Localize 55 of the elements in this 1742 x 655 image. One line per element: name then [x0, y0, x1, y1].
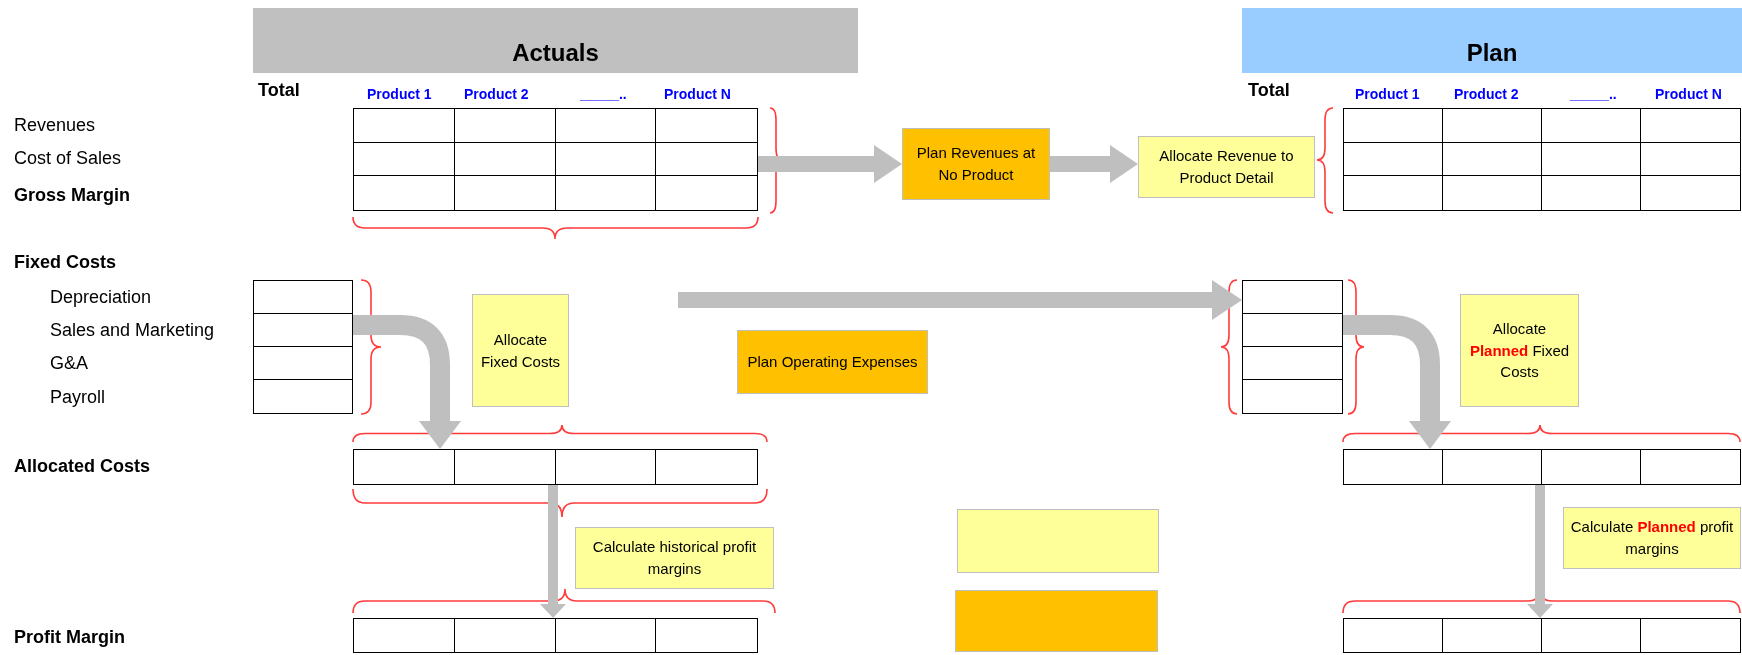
box-label: Calculate Planned profit margins [1570, 517, 1734, 559]
column-header: Product 1 [1355, 86, 1420, 102]
header-title: Actuals [512, 39, 599, 68]
row-label: Cost of Sales [14, 148, 122, 169]
column-header: Product 1 [367, 86, 432, 102]
column-header: Product 2 [1454, 86, 1519, 102]
header-title: Plan [1466, 39, 1518, 68]
process-box [1563, 507, 1741, 569]
box-label: Plan Operating Expenses [747, 352, 918, 373]
process-box [472, 294, 569, 407]
row-label: Revenues [14, 115, 96, 136]
box-label: Allocate Planned Fixed Costs [1468, 318, 1571, 383]
column-header: Total [258, 80, 300, 101]
empty-table [1343, 449, 1741, 485]
process-box [1460, 294, 1579, 407]
row-label: Payroll [50, 387, 106, 408]
row-label: Sales and Marketing [50, 320, 215, 341]
row-label: Allocated Costs [14, 456, 151, 477]
curved-arrow [353, 315, 461, 449]
process-box [1138, 136, 1315, 198]
row-label: Gross Margin [14, 185, 131, 206]
row-label: Fixed Costs [14, 252, 117, 273]
row-label: Profit Margin [14, 627, 125, 648]
block-arrow [540, 485, 566, 618]
process-box [902, 128, 1050, 200]
box-label: Calculate historical profit margins [591, 537, 758, 579]
column-header: Product N [1655, 86, 1722, 102]
column-header: Product 2 [464, 86, 529, 102]
empty-table [253, 280, 353, 414]
column-header: Total [1248, 80, 1290, 101]
box-label: Allocate Fixed Costs [479, 329, 562, 372]
column-header: _____.. [1570, 86, 1617, 102]
empty-table [1242, 280, 1343, 414]
process-box [575, 527, 774, 589]
column-header: Product N [664, 86, 731, 102]
color-box [957, 509, 1159, 573]
header-band [253, 8, 858, 73]
header-band [1242, 8, 1742, 73]
column-header: _____.. [580, 86, 627, 102]
box-label: Plan Revenues at No Product [915, 143, 1037, 185]
process-box [737, 330, 928, 394]
block-arrow [1050, 145, 1138, 183]
empty-table [353, 108, 758, 211]
empty-table [1343, 108, 1741, 211]
empty-table [353, 449, 758, 485]
block-arrow [758, 145, 902, 183]
block-arrow [1527, 485, 1553, 618]
color-box [955, 590, 1158, 652]
empty-table [1343, 618, 1741, 653]
box-label: Allocate Revenue to Product Detail [1158, 146, 1295, 188]
row-label: Depreciation [50, 287, 152, 308]
empty-table [353, 618, 758, 653]
row-label: G&A [50, 353, 88, 374]
block-arrow [678, 280, 1242, 320]
curved-arrow [1343, 315, 1451, 449]
